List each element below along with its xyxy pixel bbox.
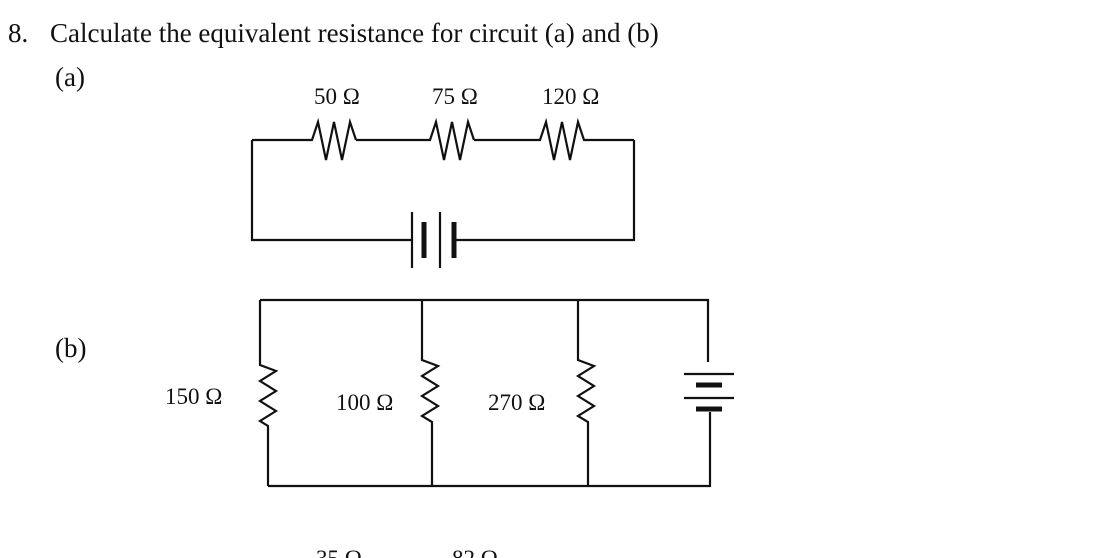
question-text: Calculate the equivalent resistance for … (50, 18, 659, 48)
circuit-a-label: (a) (55, 62, 85, 92)
resistor-label-120: 120 Ω (542, 84, 599, 109)
resistor-label-35: 35 Ω (316, 546, 362, 558)
resistor-label-100: 100 Ω (336, 390, 393, 415)
resistor-50 (252, 117, 358, 161)
resistor-label-75: 75 Ω (432, 84, 478, 109)
resistor-150 (257, 300, 279, 486)
circuit-b-label: (b) (55, 333, 87, 363)
resistor-label-50: 50 Ω (314, 84, 360, 109)
question: 8. Calculate the equivalent resistance fo… (8, 18, 659, 49)
rail-b-top (260, 298, 710, 362)
wire-a-left (250, 140, 412, 242)
battery-a (410, 212, 457, 268)
resistor-label-82: 82 Ω (452, 546, 498, 558)
resistor-100 (419, 300, 441, 486)
battery-b (684, 372, 734, 412)
circuit-b: 150 Ω 100 Ω 270 Ω (165, 298, 734, 488)
resistor-120 (474, 117, 634, 161)
wire-a-right (456, 140, 636, 242)
resistor-label-270: 270 Ω (488, 390, 545, 415)
resistor-270 (575, 300, 597, 486)
question-number: 8. (8, 18, 29, 48)
rail-b-bottom (268, 412, 712, 488)
resistor-75 (356, 117, 476, 161)
resistor-label-150: 150 Ω (165, 384, 222, 409)
circuit-c-partial: 35 Ω 82 Ω (316, 546, 498, 558)
circuit-a: 50 Ω 75 Ω 120 Ω (250, 84, 636, 268)
